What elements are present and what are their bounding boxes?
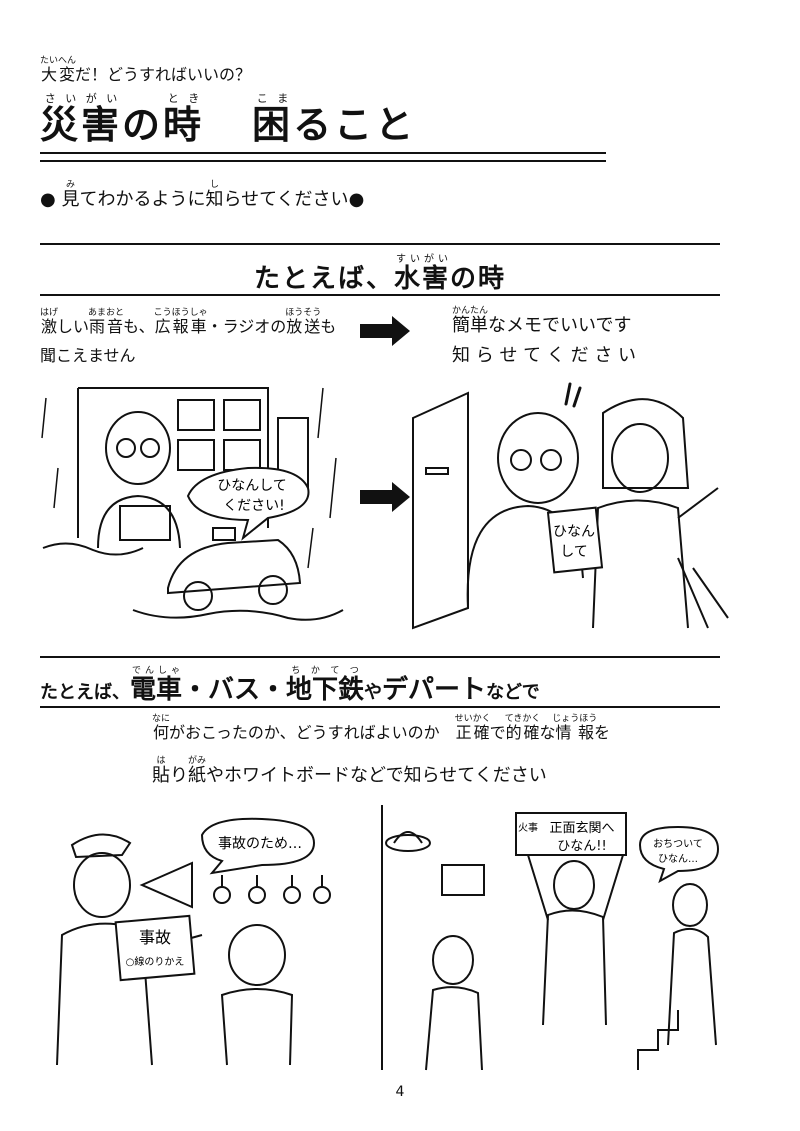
page-title: 災害さいがいの時とき困こまること (40, 92, 417, 147)
page-kicker: 大変たいへんだ！どうすればいいの？ (40, 56, 252, 84)
evacuation-sign-illustration: 火事 正面玄関へ ひなん!! おちついて ひなん… (381, 805, 720, 1071)
section2-heading: たとえば、電車でんしゃ・バス・地下鉄ちかてつやデパートなどで (40, 666, 540, 705)
section1-heading: たとえば、水害すいがいの時 (253, 254, 507, 294)
title-underline (40, 152, 606, 162)
section2-line1: 何なにがおこったのか、どうすればよいのか 正確せいかくで的確てきかくな情報じょう… (152, 714, 611, 742)
section2-line2: 貼はり紙がみやホワイトボードなどで知らせてください (152, 756, 547, 786)
arrow-right-icon (360, 482, 410, 512)
section1-left-line2: 聞こえません (40, 346, 136, 365)
calm-bubble-line2: ひなん… (658, 853, 698, 865)
speech-bubble-line1: ひなんして (217, 478, 287, 494)
sign-main-text: 正面玄関へ (549, 821, 614, 836)
memo-line2: して (560, 544, 588, 560)
memo-line1: ひなん (553, 524, 595, 540)
megaphone-bubble: 事故のため… (218, 836, 302, 852)
section1-right-line1: 簡単かんたんなメモでいいです (452, 306, 632, 336)
section1-bottom-rule (40, 294, 720, 296)
flood-scene-illustration: ひなんして ください! (41, 387, 344, 621)
section1-top-rule (40, 243, 720, 245)
memo-scene-illustration: ひなん して (412, 382, 729, 630)
board-title: 事故 (139, 928, 171, 947)
section1-left-line1: 激はげしい雨音あまおとも、広報車こうほうしゃ・ラジオの放送ほうそうも (40, 308, 337, 336)
board-subtitle: ○線のりかえ (126, 955, 185, 968)
arrow-right-icon (360, 316, 410, 346)
sign-side-text: 火事 (518, 821, 538, 834)
section2-top-rule (40, 656, 720, 658)
speech-bubble-line2: ください! (223, 498, 285, 514)
section1-right-line2: 知 ら せ て く だ さ い (452, 345, 637, 366)
station-announcement-illustration: 事故 ○線のりかえ 事故のため… (56, 817, 331, 1066)
lead-text: ● 見みてわかるように知しらせてください● (40, 180, 365, 210)
page-number: 4 (395, 1084, 405, 1100)
calm-bubble-line1: おちついて (653, 838, 703, 850)
sign-sub-text: ひなん!! (557, 839, 606, 854)
section2-bottom-rule (40, 706, 720, 708)
